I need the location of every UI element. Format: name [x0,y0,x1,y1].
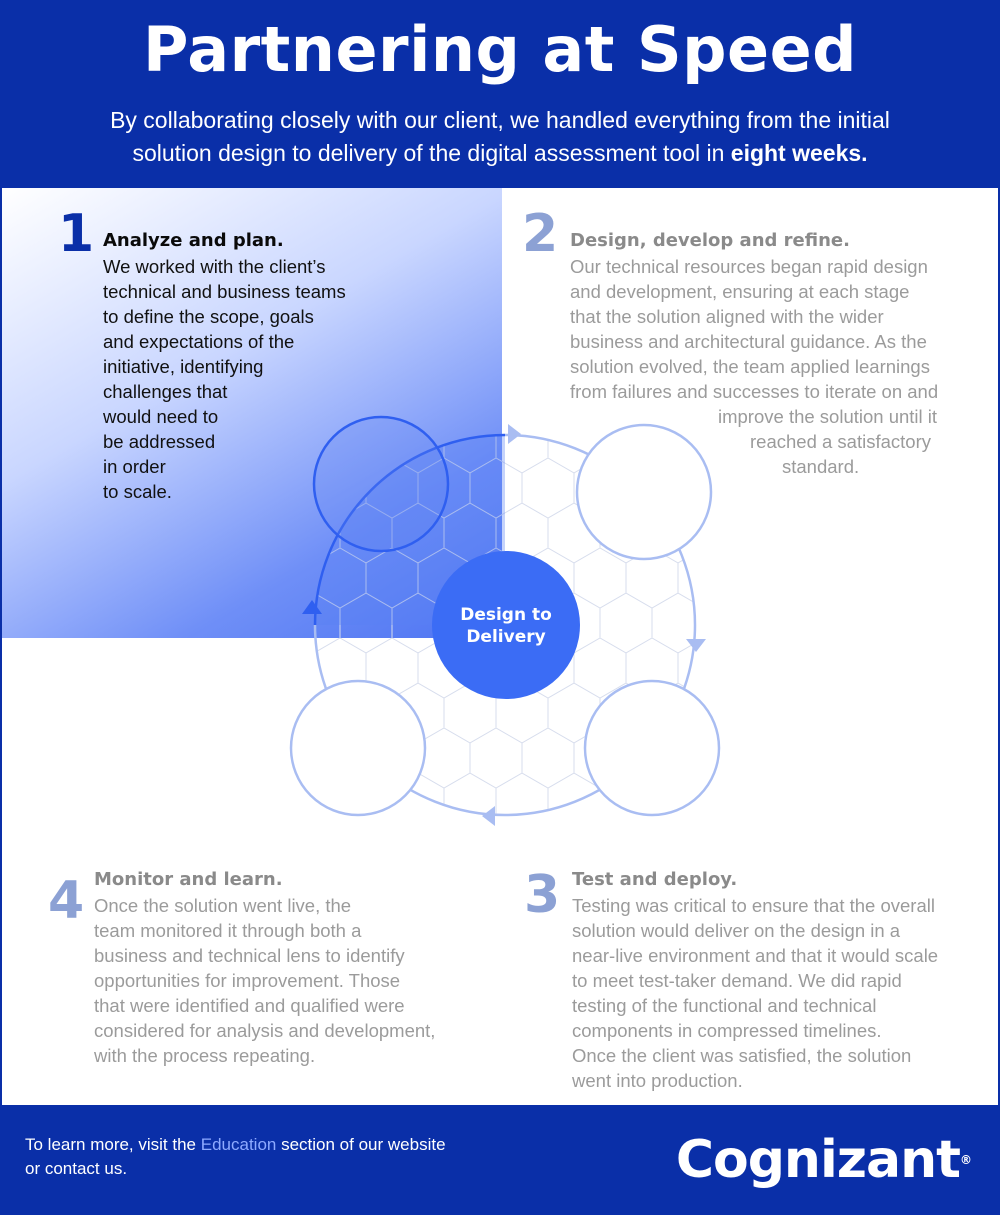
page-subtitle: By collaborating closely with our client… [40,104,960,170]
step-3-title: Test and deploy. [572,869,738,890]
center-label-line-2: Delivery [466,627,545,647]
step-1-text: We worked with the client’s technical an… [103,256,346,502]
header: Partnering at Speed By collaborating clo… [0,0,1000,188]
step-4-text: Once the solution went live, the team mo… [94,895,436,1066]
cycle-arrow-down-icon [686,639,706,652]
step-2: 2 Design, develop and refine. Our techni… [522,208,982,488]
cycle-arc-active [313,433,506,626]
step-1: 1 Analyze and plan. We worked with the c… [58,208,478,508]
cycle-arrow-up-icon [302,600,322,614]
footer-text: To learn more, visit the Education secti… [25,1133,446,1181]
step1-circle [312,415,450,553]
center-label-line-1: Design to [460,605,552,625]
main-content: Design to Delivery 1 Analyze and plan. W… [0,188,1000,1105]
registered-mark: ® [960,1153,972,1167]
step-1-title: Analyze and plan. [103,230,284,251]
logo-wordmark: Cognizant [675,1130,961,1190]
education-link[interactable]: Education [200,1135,277,1154]
footer-text-after: section of our website [276,1135,446,1154]
step-4: 4 Monitor and learn. Once the solution w… [48,861,488,1081]
step-4-title: Monitor and learn. [94,869,283,890]
step-3-text: Testing was critical to ensure that the … [572,895,939,1091]
step4-circle [289,679,427,817]
footer-text-before: To learn more, visit the [25,1135,201,1154]
step-2-number: 2 [522,204,559,264]
subtitle-line-1: By collaborating closely with our client… [110,107,890,133]
step-3: 3 Test and deploy. Testing was critical … [524,861,984,1101]
cycle-arrow-left-icon [482,806,495,826]
page-title: Partnering at Speed [142,13,858,86]
subtitle-line-2: solution design to delivery of the digit… [132,140,731,166]
step-2-text-tail-3: standard. [782,456,860,477]
step2-circle [575,423,713,561]
step-2-text-tail-2: reached a satisfactory [750,431,931,452]
step-1-number: 1 [58,204,95,264]
step-2-text-tail-1: improve the solution until it [718,406,938,427]
cycle-diagram: Design to Delivery [289,415,721,826]
step-2-text: Our technical resources began rapid desi… [570,256,939,402]
center-circle [432,551,580,699]
step3-circle [583,679,721,817]
cognizant-logo[interactable]: Cognizant® [676,1125,972,1195]
cycle-arrow-right-icon [508,424,521,444]
step-4-number: 4 [48,871,85,931]
subtitle-bold: eight weeks. [730,140,868,166]
footer: To learn more, visit the Education secti… [0,1105,1000,1215]
step-3-number: 3 [524,865,561,925]
footer-text-line-2: or contact us. [25,1159,128,1178]
step-2-title: Design, develop and refine. [570,230,850,251]
